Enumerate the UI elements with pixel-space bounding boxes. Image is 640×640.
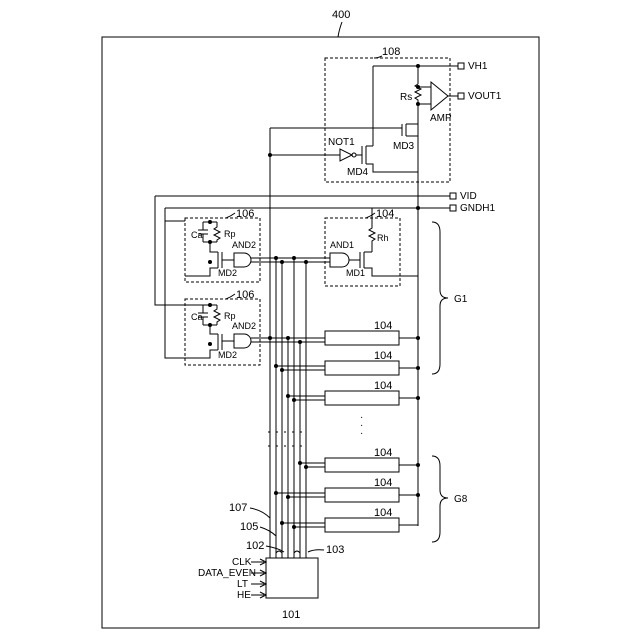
ref-101-label: 101 bbox=[282, 609, 300, 621]
gndh1-label: GNDH1 bbox=[460, 203, 495, 214]
md2-bottom-label: MD2 bbox=[218, 350, 237, 360]
rp-top-label: Rp bbox=[224, 229, 236, 239]
block-104-1-label: 104 bbox=[374, 320, 392, 332]
block-104-2 bbox=[325, 361, 399, 375]
circuit-108: 108 Rs AMP MD3 NOT bbox=[268, 46, 459, 182]
g1-label: G1 bbox=[454, 294, 468, 305]
ref-108-label: 108 bbox=[382, 46, 400, 58]
controller-box bbox=[266, 558, 318, 598]
rs-label: Rs bbox=[400, 92, 412, 103]
block-104-4 bbox=[325, 458, 399, 472]
block-104-5-label: 104 bbox=[374, 477, 392, 489]
block-104-4-label: 104 bbox=[374, 447, 392, 459]
rh-label: Rh bbox=[377, 233, 389, 243]
amp-label: AMP bbox=[430, 113, 452, 124]
and2-bottom-gate bbox=[234, 334, 251, 348]
bus-lines bbox=[268, 256, 308, 553]
ref-106a-label: 106 bbox=[236, 208, 254, 220]
ref-103-label: 103 bbox=[326, 544, 344, 556]
md3-label: MD3 bbox=[393, 141, 415, 152]
and1-gate bbox=[330, 253, 349, 267]
vertical-ellipsis-bottom: · bbox=[360, 428, 363, 439]
md1-label: MD1 bbox=[346, 268, 365, 278]
ref-104-detail-label: 104 bbox=[376, 208, 394, 220]
block-104-2-label: 104 bbox=[374, 350, 392, 362]
vh1-label: VH1 bbox=[468, 61, 488, 72]
and2-top-label: AND2 bbox=[232, 240, 256, 250]
block-104-3 bbox=[325, 391, 399, 405]
block-104-6 bbox=[325, 518, 399, 532]
ref-105-label: 105 bbox=[240, 521, 258, 533]
g1-brace bbox=[432, 222, 448, 374]
controller-101: 101 CLK DATA_EVEN LT HE bbox=[198, 557, 318, 621]
ca-bottom-label: Ca bbox=[191, 312, 203, 322]
ref-107-label: 107 bbox=[229, 502, 247, 514]
g8-label: G8 bbox=[454, 494, 468, 505]
rp-bottom-label: Rp bbox=[224, 311, 236, 321]
ref-400-label: 400 bbox=[332, 9, 350, 21]
md4-label: MD4 bbox=[347, 167, 369, 178]
and2-bottom-label: AND2 bbox=[232, 321, 256, 331]
amp-triangle bbox=[431, 82, 448, 110]
md2-top-label: MD2 bbox=[218, 268, 237, 278]
clk-label: CLK bbox=[232, 557, 252, 568]
block-104-5 bbox=[325, 488, 399, 502]
g8-brace bbox=[432, 456, 448, 542]
block-104-3-label: 104 bbox=[374, 380, 392, 392]
vid-label: VID bbox=[460, 191, 477, 202]
ref-102-label: 102 bbox=[246, 540, 264, 552]
and1-label: AND1 bbox=[330, 240, 354, 250]
lt-label: LT bbox=[237, 579, 248, 590]
ca-top-label: Ca bbox=[191, 230, 203, 240]
not1-label: NOT1 bbox=[328, 137, 355, 148]
and2-top-gate bbox=[234, 253, 251, 267]
he-label: HE bbox=[237, 590, 251, 601]
circuit-104-detail: 104 Rh AND1 MD1 bbox=[285, 208, 418, 286]
block-104-6-label: 104 bbox=[374, 507, 392, 519]
outer-frame bbox=[102, 37, 539, 628]
ref-106b-label: 106 bbox=[236, 289, 254, 301]
not1-triangle bbox=[340, 149, 352, 161]
vout1-label: VOUT1 bbox=[468, 91, 502, 102]
data-even-label: DATA_EVEN bbox=[198, 568, 256, 579]
block-104-1 bbox=[325, 331, 399, 345]
blocks-104: 104 104 104 · · · 104 104 bbox=[274, 320, 420, 532]
